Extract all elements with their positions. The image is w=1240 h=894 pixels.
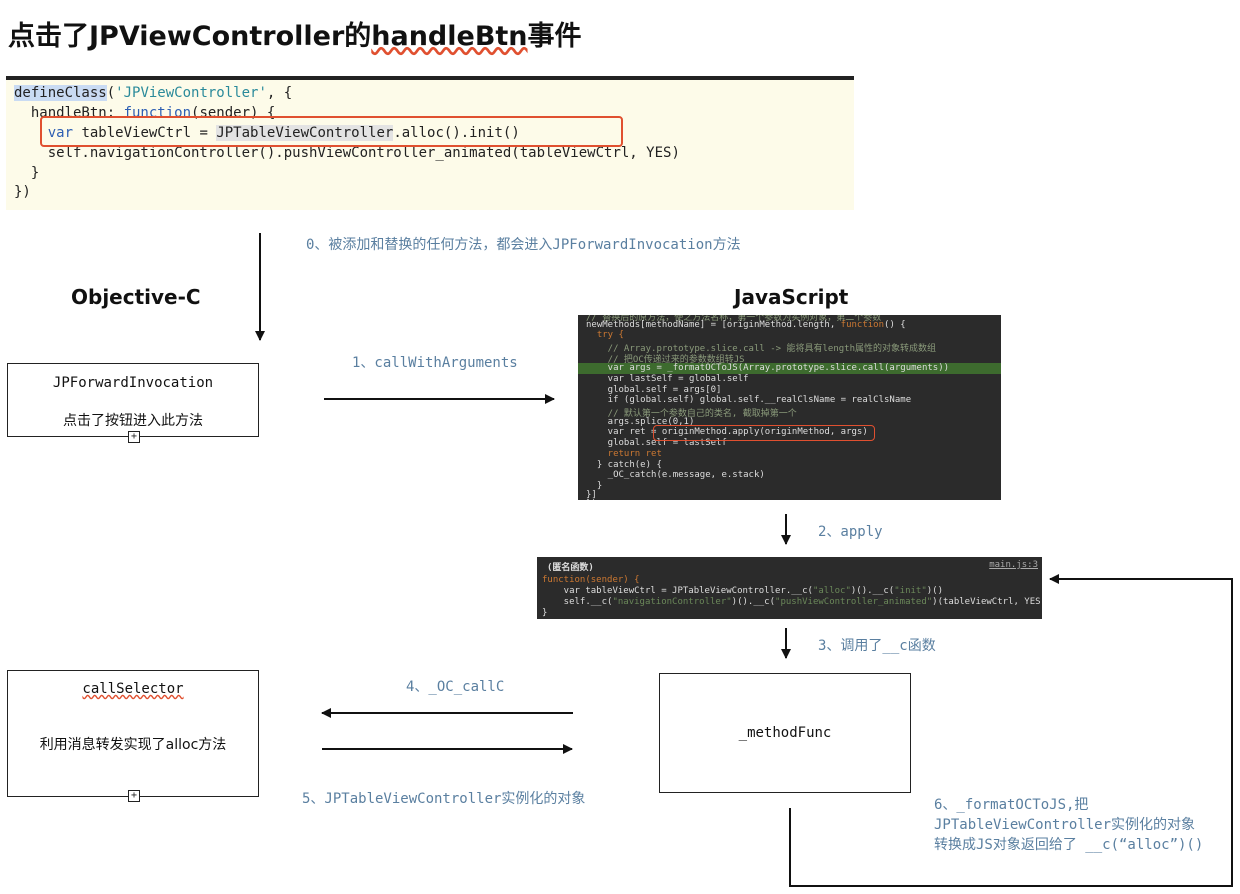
js-line: } catch(e) {	[586, 460, 662, 470]
jpforwardinvocation-box: JPForwardInvocation 点击了按钮进入此方法 +	[7, 363, 259, 443]
box-title: JPForwardInvocation	[52, 375, 214, 391]
anon-function-panel: (匿名函数) main.js:3 function(sender) { var …	[537, 557, 1042, 619]
anon-token: )().__c(	[731, 597, 776, 607]
js-token: newMethods[methodName] = [originMethod.l…	[586, 320, 841, 330]
code-token: (	[106, 85, 116, 101]
anon-header: (匿名函数)	[547, 563, 594, 573]
anon-token: function(sender) {	[542, 575, 640, 585]
js-line: // Array.prototype.slice.call -> 能将具有len…	[586, 344, 936, 354]
anon-token: "navigationController"	[612, 597, 732, 607]
note-step-2: 2、apply	[818, 524, 883, 540]
anon-token: var tableViewCtrl = JPTableViewControlle…	[542, 586, 813, 596]
source-link[interactable]: main.js:3	[989, 560, 1038, 570]
code-line-1: defineClass('JPViewController', {	[14, 85, 292, 101]
code-line-4: self.navigationController().pushViewCont…	[14, 145, 680, 161]
js-line: _OC_catch(e.message, e.stack)	[586, 470, 765, 480]
callselector-box: callSelector 利用消息转发实现了alloc方法 +	[7, 670, 259, 802]
code-token: JPTableViewController	[216, 125, 394, 141]
code-token: tableViewCtrl =	[73, 125, 217, 141]
line-highlight	[578, 363, 1001, 374]
anon-line: function(sender) {	[542, 575, 640, 585]
box-title: _methodFunc	[738, 725, 832, 741]
page-title: 点击了JPViewController的handleBtn事件	[8, 14, 582, 53]
js-line: global.self = args[0]	[586, 385, 722, 395]
js-code-panel: // 替换后的原方法，使之方法名称，第一个参数为实例对象，第二个参数 newMe…	[578, 315, 1001, 500]
expand-icon[interactable]: +	[128, 431, 140, 443]
code-line-3: var tableViewCtrl = JPTableViewControlle…	[14, 125, 520, 141]
js-token: function	[840, 320, 885, 330]
note-step-6-line-3: 转换成JS对象返回给了 __c(“alloc”)()	[934, 837, 1204, 853]
js-line: args.splice(0,1)	[586, 417, 695, 427]
js-line: try {	[586, 330, 624, 340]
note-step-5: 5、JPTableViewController实例化的对象	[302, 791, 586, 807]
box-description: 点击了按钮进入此方法	[63, 413, 203, 429]
box-title-text: callSelector	[82, 681, 184, 697]
js-line: })	[586, 499, 597, 500]
highlight-box	[40, 116, 623, 147]
js-line: var args = _formatOCToJS(Array.prototype…	[586, 363, 950, 373]
code-token: , {	[266, 85, 293, 101]
anon-line: self.__c("navigationController")().__c("…	[542, 597, 1042, 607]
code-token: var	[14, 125, 74, 141]
highlight-box	[653, 425, 875, 441]
code-token: .alloc().init()	[393, 125, 520, 141]
anon-line: }	[542, 608, 548, 618]
anon-token: )(tableViewCtrl, YES)	[932, 597, 1042, 607]
js-line: global.self = lastSelf	[586, 438, 727, 448]
js-line: // 默认第一个参数自己的类名, 截取掉第一个	[586, 409, 797, 419]
note-step-0: 0、被添加和替换的任何方法，都会进入JPForwardInvocation方法	[306, 237, 741, 253]
code-line-5: }	[14, 165, 40, 181]
note-step-1: 1、callWithArguments	[352, 355, 518, 371]
box-description: 利用消息转发实现了alloc方法	[39, 737, 227, 753]
js-line: // 把OC传递过来的参数数组转JS	[586, 355, 745, 365]
code-token: 'JPViewController'	[115, 85, 267, 101]
methodfunc-box: _methodFunc	[659, 673, 911, 793]
arrow-step-6	[789, 574, 1233, 887]
js-line: if (global.self) global.self.__realClsNa…	[586, 395, 912, 405]
title-method: handleBtn	[371, 21, 528, 52]
heading-objective-c: Objective-C	[71, 285, 201, 309]
code-panel: defineClass('JPViewController', { handle…	[6, 76, 854, 210]
js-line: return ret	[586, 449, 662, 459]
anon-line: var tableViewCtrl = JPTableViewControlle…	[542, 586, 943, 596]
anon-token: "alloc"	[812, 586, 851, 596]
note-step-6-line-2: JPTableViewController实例化的对象	[934, 817, 1196, 833]
anon-token: )().__c(	[850, 586, 895, 596]
js-line: }	[586, 481, 603, 491]
note-step-6-line-1: 6、_formatOCToJS,把	[934, 797, 1089, 813]
heading-javascript: JavaScript	[734, 285, 849, 309]
js-token: originMethod.apply(originMethod, args)	[661, 427, 868, 437]
js-line: var lastSelf = global.self	[586, 374, 749, 384]
js-line: newMethods[methodName] = [originMethod.l…	[586, 320, 906, 330]
js-token: () {	[884, 320, 906, 330]
js-line: // 替换后的原方法，使之方法名称，第一个参数为实例对象，第二个参数	[586, 315, 882, 323]
code-line-6: })	[14, 184, 31, 200]
code-token: defineClass	[14, 85, 107, 101]
expand-icon[interactable]: +	[128, 790, 140, 802]
anon-token: )()	[926, 586, 944, 596]
anon-token: self.__c(	[542, 597, 613, 607]
anon-token: "init"	[894, 586, 927, 596]
note-step-4: 4、_OC_callC	[406, 679, 505, 695]
title-prefix: 点击了JPViewController的	[8, 21, 372, 52]
anon-token: "pushViewController_animated"	[775, 597, 933, 607]
box-title: callSelector	[8, 681, 258, 697]
note-step-3: 3、调用了__c函数	[818, 638, 936, 654]
js-line: }]	[586, 490, 597, 500]
title-suffix: 事件	[527, 21, 582, 52]
